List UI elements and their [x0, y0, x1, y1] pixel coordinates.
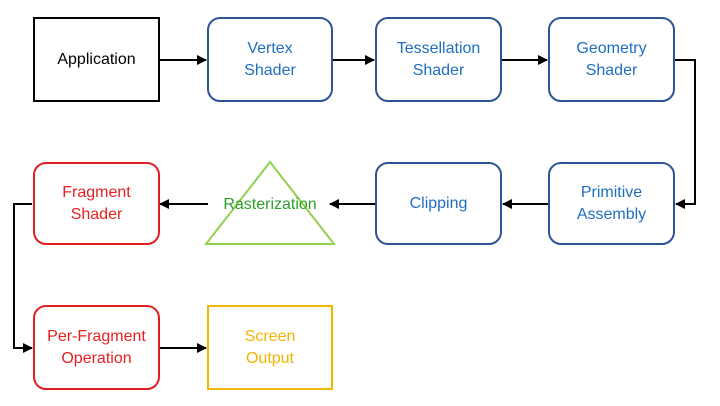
screen-output-box: Screen Output: [207, 305, 333, 390]
geometry-shader-label: Geometry Shader: [576, 39, 647, 79]
application-label: Application: [57, 50, 136, 68]
fragment-shader-box: Fragment Shader: [33, 162, 160, 245]
arrow-fragment-to-per-fragment: [13, 203, 33, 353]
application-box: Application: [33, 17, 160, 102]
vertex-shader-label: Vertex Shader: [244, 39, 296, 79]
per-fragment-operation-box: Per-Fragment Operation: [33, 305, 160, 390]
rasterization-label: Rasterization: [223, 196, 317, 213]
tessellation-shader-label: Tessellation Shader: [396, 39, 481, 79]
clipping-label: Clipping: [409, 194, 468, 212]
vertex-shader-box: Vertex Shader: [207, 17, 333, 102]
fragment-shader-label: Fragment Shader: [62, 183, 131, 223]
arrow-geometry-to-primitive: [675, 59, 696, 209]
geometry-shader-box: Geometry Shader: [548, 17, 675, 102]
clipping-box: Clipping: [375, 162, 502, 245]
per-fragment-operation-label: Per-Fragment Operation: [47, 327, 146, 367]
rasterization-triangle: [203, 160, 337, 245]
primitive-assembly-label: Primitive Assembly: [576, 183, 647, 223]
tessellation-shader-box: Tessellation Shader: [375, 17, 502, 102]
primitive-assembly-box: Primitive Assembly: [548, 162, 675, 245]
screen-output-label: Screen Output: [244, 327, 296, 367]
